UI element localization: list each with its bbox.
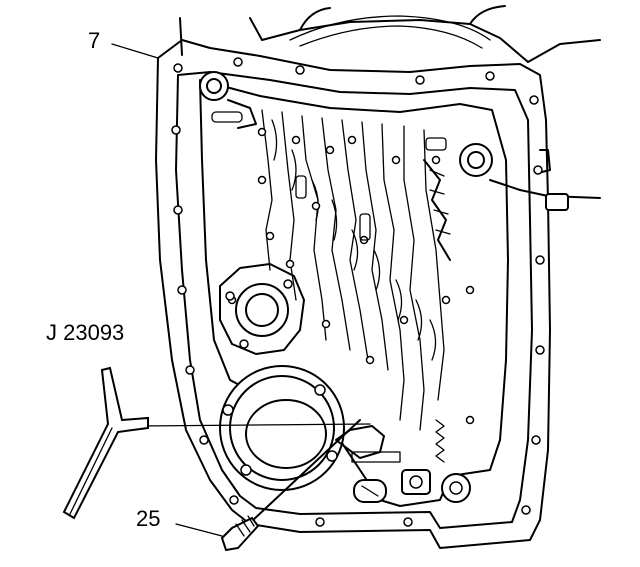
servo-cover xyxy=(219,365,345,491)
callout-bolt: 25 xyxy=(136,506,161,531)
accumulator-housing xyxy=(219,263,305,355)
manual-linkage xyxy=(423,143,601,261)
transmission-case-upper xyxy=(179,5,601,63)
callout-tool: J 23093 xyxy=(46,320,125,345)
callout-case: 7 xyxy=(88,28,101,53)
valve-body xyxy=(199,79,509,507)
leader-line-7 xyxy=(111,43,159,59)
pan-flange xyxy=(155,39,551,549)
tool-j23093 xyxy=(62,366,149,520)
bolt-25 xyxy=(175,419,361,552)
accumulator-boss xyxy=(199,71,257,129)
leader-line-tool xyxy=(139,423,371,427)
detent-assembly xyxy=(335,419,471,503)
